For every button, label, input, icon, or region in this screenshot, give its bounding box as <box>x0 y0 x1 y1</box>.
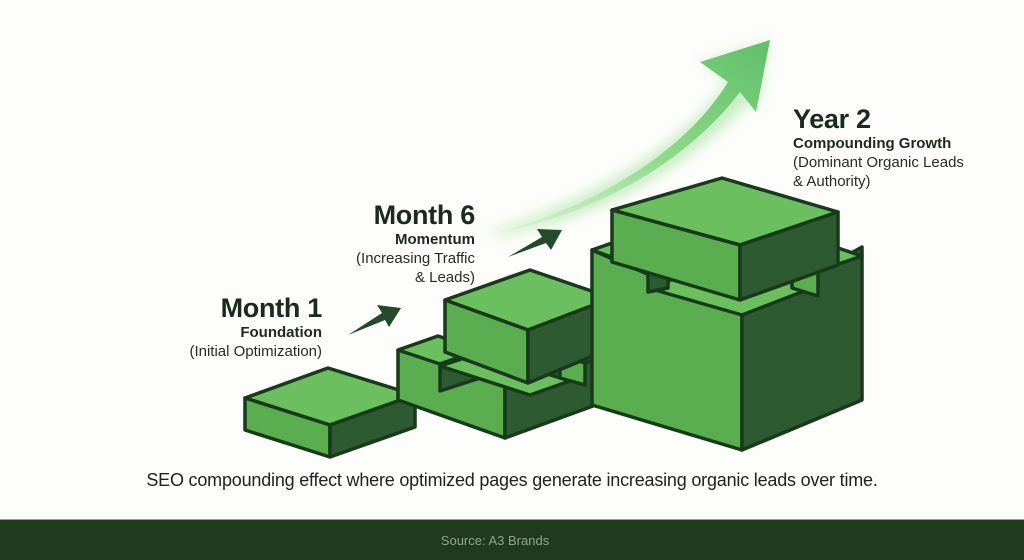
block-year-2 <box>590 176 864 452</box>
small-arrow-icon <box>508 229 562 257</box>
stage-label-month-6: Month 6 Momentum (Increasing Traffic & L… <box>300 200 475 287</box>
stage-name: Year 2 <box>793 104 871 134</box>
stage-name: Month 6 <box>373 200 476 230</box>
source-text: Source: A3 Brands <box>440 532 550 548</box>
small-arrow-icon <box>348 305 401 335</box>
block-month-6 <box>396 268 617 440</box>
source-footer: Source: A3 Brands <box>0 519 1024 560</box>
stage-title: Compounding Growth <box>793 135 952 152</box>
diagram-caption: SEO compounding effect where optimized p… <box>146 470 878 490</box>
stage-description: & Authority) <box>793 173 871 190</box>
stage-title: Momentum <box>395 231 475 248</box>
stage-description: (Initial Optimization) <box>189 343 322 360</box>
growth-illustration <box>243 40 864 459</box>
stage-name: Month 1 <box>220 293 323 323</box>
stage-title: Foundation <box>240 324 322 341</box>
growth-arrow-icon <box>490 40 770 236</box>
stage-label-year-2: Year 2 Compounding Growth (Dominant Orga… <box>793 104 1013 191</box>
diagram-canvas: Month 1 Foundation (Initial Optimization… <box>146 40 1013 490</box>
stage-description: & Leads) <box>414 269 475 286</box>
stage-description: (Increasing Traffic <box>356 250 475 267</box>
block-month-1 <box>243 366 417 459</box>
stage-label-month-1: Month 1 Foundation (Initial Optimization… <box>150 293 322 361</box>
stage-description: (Dominant Organic Leads <box>793 154 964 171</box>
